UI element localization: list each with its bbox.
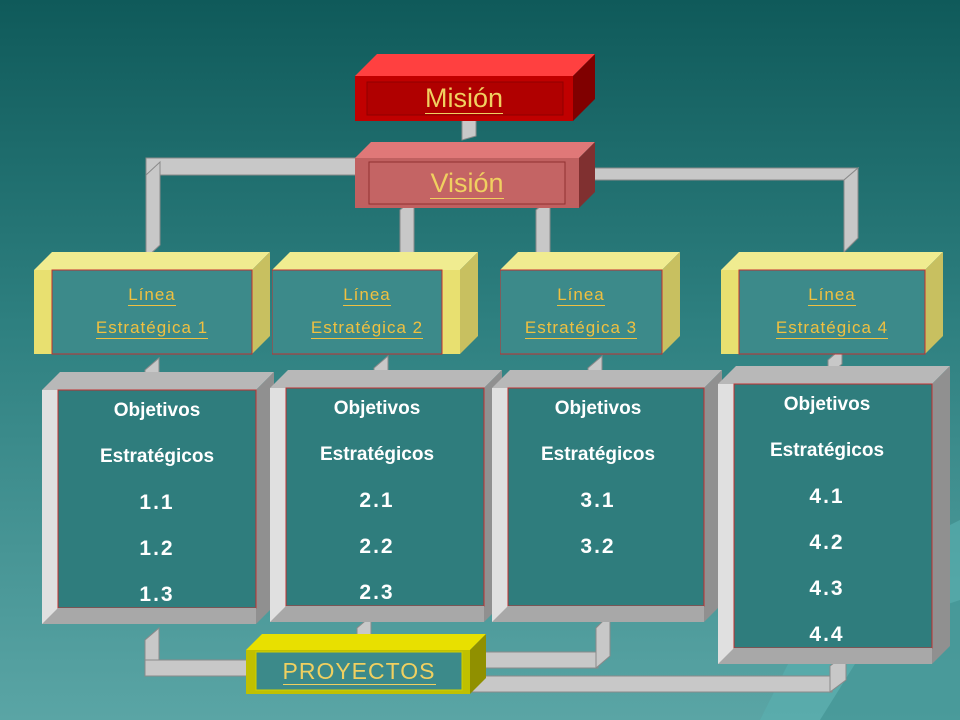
- objetivos-1-subtitle: Estratégicos: [99, 446, 215, 467]
- objetivos-box-shape-4: [718, 366, 950, 664]
- linea-box-2: Línea Estratégica 2: [272, 270, 462, 354]
- objetivo-2-3: 2.3: [359, 581, 395, 604]
- linea-box-3: Línea Estratégica 3: [500, 270, 662, 354]
- objetivos-1-title: Objetivos: [113, 400, 201, 421]
- objetivo-2-2: 2.2: [359, 535, 395, 558]
- vision-box-shape: [355, 142, 595, 208]
- linea-4-subtitle: Estratégica 4: [775, 318, 889, 339]
- linea-box-1: Línea Estratégica 1: [52, 270, 252, 354]
- linea-1-subtitle: Estratégica 1: [95, 318, 209, 339]
- mission-box: Misión: [355, 76, 573, 121]
- objetivos-2-title: Objetivos: [333, 398, 421, 419]
- linea-2-title: Línea: [343, 285, 391, 306]
- linea-1-title: Línea: [128, 285, 176, 306]
- objetivo-4-3: 4.3: [809, 577, 845, 600]
- linea-4-title: Línea: [808, 285, 856, 306]
- mission-label: Misión: [424, 83, 504, 114]
- proyectos-label: PROYECTOS: [282, 657, 436, 685]
- objetivo-1-1: 1.1: [139, 491, 175, 514]
- objetivos-3-title: Objetivos: [554, 398, 642, 419]
- objetivos-box-1: Objetivos Estratégicos 1.1 1.2 1.3: [58, 398, 256, 616]
- linea-box-shape-2: [272, 252, 478, 355]
- proyectos-box: PROYECTOS: [256, 652, 462, 690]
- linea-box-shape-3: [500, 252, 680, 355]
- objetivo-4-1: 4.1: [809, 485, 845, 508]
- mission-box-shape: [355, 54, 595, 121]
- objetivos-box-3: Objetivos Estratégicos 3.1 3.2: [500, 396, 696, 614]
- linea-3-subtitle: Estratégica 3: [524, 318, 638, 339]
- objetivo-1-2: 1.2: [139, 537, 175, 560]
- objetivo-2-1: 2.1: [359, 489, 395, 512]
- objetivos-3-subtitle: Estratégicos: [540, 444, 656, 465]
- vision-label: Visión: [430, 167, 504, 199]
- objetivos-4-subtitle: Estratégicos: [769, 440, 885, 461]
- objetivos-2-subtitle: Estratégicos: [319, 444, 435, 465]
- linea-2-subtitle: Estratégica 2: [310, 318, 424, 339]
- objetivo-4-4: 4.4: [809, 623, 845, 646]
- linea-3-title: Línea: [557, 285, 605, 306]
- objetivos-box-shape-2: [270, 370, 502, 622]
- objetivo-3-1: 3.1: [580, 489, 616, 512]
- objetivos-4-title: Objetivos: [783, 394, 871, 415]
- linea-box-4: Línea Estratégica 4: [739, 270, 925, 354]
- linea-box-shape-1: [34, 252, 270, 355]
- objetivos-box-2: Objetivos Estratégicos 2.1 2.2 2.3: [278, 396, 476, 614]
- objetivo-1-3: 1.3: [139, 583, 175, 606]
- objetivo-4-2: 4.2: [809, 531, 845, 554]
- objetivos-box-4: Objetivos Estratégicos 4.1 4.2 4.3 4.4: [728, 392, 926, 656]
- linea-box-shape-4: [721, 252, 943, 355]
- objetivo-3-2: 3.2: [580, 535, 616, 558]
- objetivos-box-shape-1: [42, 372, 274, 624]
- objetivos-box-shape-3: [492, 370, 722, 622]
- vision-box: Visión: [355, 158, 579, 208]
- proyectos-box-shape: [246, 634, 486, 694]
